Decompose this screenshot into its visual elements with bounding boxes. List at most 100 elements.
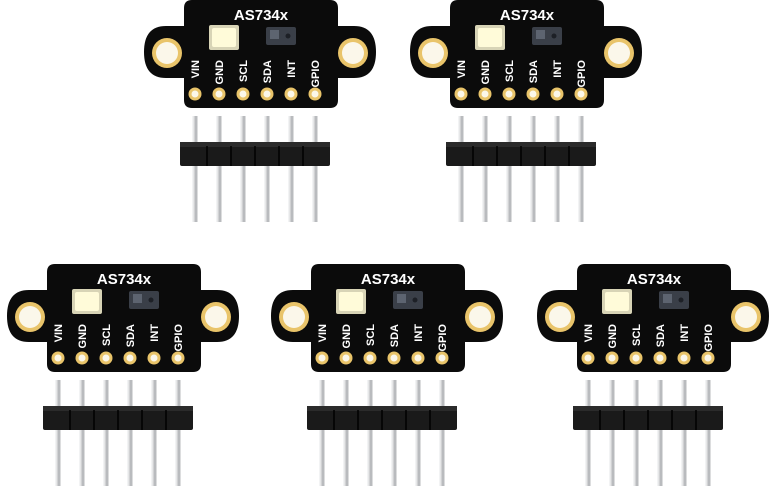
header-pin — [391, 380, 397, 486]
pin-label-gnd: GND — [341, 324, 353, 349]
pin-label-vin: VIN — [317, 324, 329, 342]
pin-label-int: INT — [286, 60, 298, 78]
header-pin — [240, 116, 246, 222]
pin-label-scl: SCL — [365, 324, 377, 346]
header-pin-highlight — [55, 380, 58, 486]
pin-label-sda: SDA — [125, 324, 137, 347]
header-pin-highlight — [705, 380, 708, 486]
pin-label-sda: SDA — [655, 324, 667, 347]
pin-pad-hole — [529, 90, 537, 98]
header-pin — [681, 380, 687, 486]
header-pin — [415, 380, 421, 486]
led-light — [605, 292, 629, 311]
pin-label-gpio: GPIO — [310, 60, 322, 88]
header-plastic-top — [180, 142, 330, 147]
pin-pad-hole — [54, 354, 62, 362]
pin-pad-hole — [150, 354, 158, 362]
header-pin — [55, 380, 61, 486]
header-pin-highlight — [530, 116, 533, 222]
pin-pad-hole — [126, 354, 134, 362]
mounting-hole-center — [19, 306, 41, 328]
pin-pad-hole — [632, 354, 640, 362]
mounting-hole-center — [283, 306, 305, 328]
pin-pad-hole — [438, 354, 446, 362]
header-pin-highlight — [264, 116, 267, 222]
pin-pad-hole — [342, 354, 350, 362]
header-pin-highlight — [578, 116, 581, 222]
pin-pad-hole — [318, 354, 326, 362]
header-pin-highlight — [343, 380, 346, 486]
module-title: AS734x — [500, 7, 555, 24]
pin-label-gpio: GPIO — [437, 324, 449, 352]
header-pin — [367, 380, 373, 486]
sensor-window — [270, 30, 279, 39]
sensor-dot — [412, 297, 418, 303]
pin-label-vin: VIN — [583, 324, 595, 342]
header-pin-highlight — [175, 380, 178, 486]
mounting-hole-center — [735, 306, 757, 328]
header-pin-highlight — [216, 116, 219, 222]
header-pin-highlight — [657, 380, 660, 486]
header-pin — [482, 116, 488, 222]
header-pin-highlight — [458, 116, 461, 222]
pin-pad-hole — [215, 90, 223, 98]
pin-label-int: INT — [679, 324, 691, 342]
mounting-hole-center — [205, 306, 227, 328]
header-pin — [458, 116, 464, 222]
pin-label-scl: SCL — [238, 60, 250, 82]
module-title: AS734x — [361, 271, 416, 288]
pin-pad-hole — [481, 90, 489, 98]
header-pin-highlight — [240, 116, 243, 222]
header-pin — [103, 380, 109, 486]
sensor-dot — [285, 33, 291, 39]
header-pin-highlight — [288, 116, 291, 222]
pin-label-gpio: GPIO — [173, 324, 185, 352]
pin-label-gnd: GND — [480, 60, 492, 85]
sensor-dot — [551, 33, 557, 39]
pin-pad-hole — [457, 90, 465, 98]
led-light — [478, 28, 502, 47]
header-pin-highlight — [391, 380, 394, 486]
header-pin — [151, 380, 157, 486]
header-pin-highlight — [554, 116, 557, 222]
pin-pad-hole — [656, 354, 664, 362]
header-pin-highlight — [609, 380, 612, 486]
pcb-board — [271, 264, 503, 372]
header-pin-highlight — [415, 380, 418, 486]
sensor-window — [133, 294, 142, 303]
pcb-board — [7, 264, 239, 372]
header-pin — [192, 116, 198, 222]
header-pin-highlight — [482, 116, 485, 222]
header-pin — [175, 380, 181, 486]
header-pin-highlight — [506, 116, 509, 222]
header-pin — [578, 116, 584, 222]
header-pin-highlight — [585, 380, 588, 486]
pcb-board — [410, 0, 642, 108]
header-pin — [79, 380, 85, 486]
header-pin — [127, 380, 133, 486]
header-pin — [264, 116, 270, 222]
header-pin-highlight — [319, 380, 322, 486]
header-pin — [585, 380, 591, 486]
header-plastic-top — [446, 142, 596, 147]
header-pin — [343, 380, 349, 486]
sensor-window — [663, 294, 672, 303]
header-pin-highlight — [79, 380, 82, 486]
pin-pad-hole — [366, 354, 374, 362]
mounting-hole-center — [469, 306, 491, 328]
header-pin — [657, 380, 663, 486]
header-pin-highlight — [103, 380, 106, 486]
header-pin-highlight — [681, 380, 684, 486]
mounting-hole-center — [422, 42, 444, 64]
header-pin — [288, 116, 294, 222]
pin-pad-hole — [704, 354, 712, 362]
mounting-hole-center — [549, 306, 571, 328]
module-title: AS734x — [97, 271, 152, 288]
sensor-window — [536, 30, 545, 39]
pin-label-vin: VIN — [456, 60, 468, 78]
pin-pad-hole — [263, 90, 271, 98]
header-pin — [506, 116, 512, 222]
header-pin — [705, 380, 711, 486]
